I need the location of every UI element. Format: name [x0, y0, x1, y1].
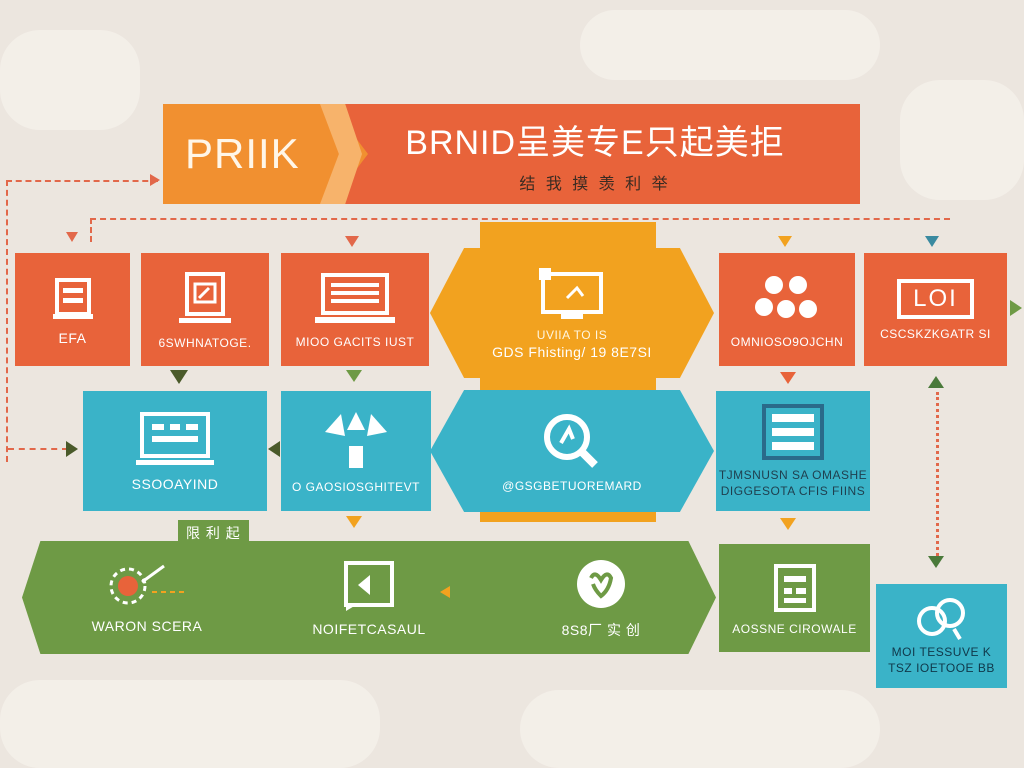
- node-label: NOIFETCASAUL: [312, 620, 426, 637]
- background-shape: [0, 30, 140, 130]
- node-label-top: UVIIA TO IS: [536, 328, 608, 342]
- node-chat[interactable]: NOIFETCASAUL: [252, 541, 486, 654]
- connector-line: [936, 392, 939, 562]
- node-calendar[interactable]: AOSSNE CIROWALE: [719, 544, 870, 652]
- node-target[interactable]: WARON SCERA: [22, 541, 252, 654]
- connector-bar: [480, 378, 656, 392]
- node-list[interactable]: TJMSNUSN SA OMASHE DIGGESOTA CFIS FIINS: [716, 391, 870, 511]
- header-title: BRNID呈美专E只起美拒: [405, 123, 785, 162]
- node-label: AOSSNE CIROWALE: [732, 622, 857, 636]
- header-title-banner: BRNID呈美专E只起美拒 结 我 摸 羡 利 举: [330, 104, 860, 204]
- node-label: 6SWHNATOGE.: [158, 335, 252, 350]
- node-person-chat[interactable]: MOI TESSUVE K TSZ IOETOOE BB: [876, 584, 1007, 688]
- node-label-2: TSZ IOETOOE BB: [888, 661, 995, 675]
- node-label: MOI TESSUVE K: [891, 645, 992, 659]
- connector-bar: [480, 222, 656, 248]
- node-heart[interactable]: 8S8厂 实 创: [486, 541, 716, 654]
- node-label: 8S8厂 实 创: [561, 621, 641, 638]
- dots-icon: [752, 271, 822, 327]
- arrow-down-icon: [925, 236, 939, 247]
- background-shape: [520, 690, 880, 768]
- arrow-left-icon: [268, 441, 280, 457]
- arrow-right-icon: [150, 174, 160, 186]
- monitor-icon: [537, 266, 607, 324]
- arrow-down-icon: [346, 516, 362, 528]
- node-label: TJMSNUSN SA OMASHE: [718, 468, 868, 482]
- node-label: SSOOAYIND: [131, 476, 219, 492]
- connector-line: [90, 218, 950, 220]
- connector-line: [90, 218, 92, 242]
- header-subtitle: 结 我 摸 羡 利 举: [519, 175, 671, 193]
- arrow-down-icon: [778, 236, 792, 247]
- building-icon: [51, 274, 95, 322]
- arrow-right-icon: [66, 441, 78, 457]
- arrow-left-icon: [440, 586, 450, 598]
- target-icon: [102, 562, 192, 610]
- screen-icon: [134, 410, 216, 468]
- connector-line: [6, 180, 158, 462]
- background-shape: [0, 680, 380, 768]
- node-label: MIOO GACITS IUST: [295, 334, 415, 349]
- heart-icon: [573, 556, 629, 612]
- node-efa[interactable]: EFA: [15, 253, 130, 366]
- arrow-down-icon: [345, 236, 359, 247]
- arrow-up-icon: [928, 376, 944, 388]
- node-label: CSCSKZKGATR SI: [880, 326, 991, 341]
- chat-icon: [342, 559, 396, 613]
- header-left-text: PRIIK: [185, 130, 300, 177]
- node-label: OMNIOSO9OJCHN: [730, 334, 844, 349]
- node-search[interactable]: @GSGBETUOREMARD: [430, 390, 714, 512]
- node-label: EFA: [58, 329, 87, 346]
- arrow-down-icon: [66, 232, 78, 242]
- search-icon: [537, 409, 607, 471]
- node-monitor[interactable]: UVIIA TO IS GDS Fhisting/ 19 8E7SI: [430, 248, 714, 378]
- background-shape: [580, 10, 880, 80]
- node-loi[interactable]: LOI CSCSKZKGATR SI: [864, 253, 1007, 366]
- arrow-down-icon: [170, 370, 188, 384]
- arrow-down-icon: [928, 556, 944, 568]
- arrow-down-icon: [780, 372, 796, 384]
- node-document[interactable]: 6SWHNATOGE.: [141, 253, 269, 366]
- connector-line: [8, 448, 68, 450]
- node-arrows[interactable]: O GAOSIOSGHITEVT: [281, 391, 431, 511]
- loi-icon: LOI: [897, 278, 974, 319]
- document-icon: [175, 270, 235, 328]
- calendar-icon: [772, 560, 818, 614]
- node-dots[interactable]: OMNIOSO9OJCHN: [719, 253, 855, 366]
- list-icon: [760, 404, 826, 460]
- person-chat-icon: [914, 597, 970, 641]
- node-laptop[interactable]: MIOO GACITS IUST: [281, 253, 429, 366]
- node-label: O GAOSIOSGHITEVT: [291, 480, 421, 494]
- laptop-icon: [313, 271, 397, 327]
- node-label: WARON SCERA: [91, 617, 203, 634]
- node-label: @GSGBETUOREMARD: [502, 479, 642, 493]
- arrow-down-icon: [780, 518, 796, 530]
- node-label: GDS Fhisting/ 19 8E7SI: [492, 344, 652, 360]
- node-screen[interactable]: SSOOAYIND: [83, 391, 267, 511]
- arrow-down-icon: [346, 370, 362, 382]
- arrow-right-icon: [1010, 300, 1022, 316]
- arrows-icon: [321, 408, 391, 472]
- background-shape: [900, 80, 1024, 200]
- node-label-2: DIGGESOTA CFIS FIINS: [720, 484, 866, 498]
